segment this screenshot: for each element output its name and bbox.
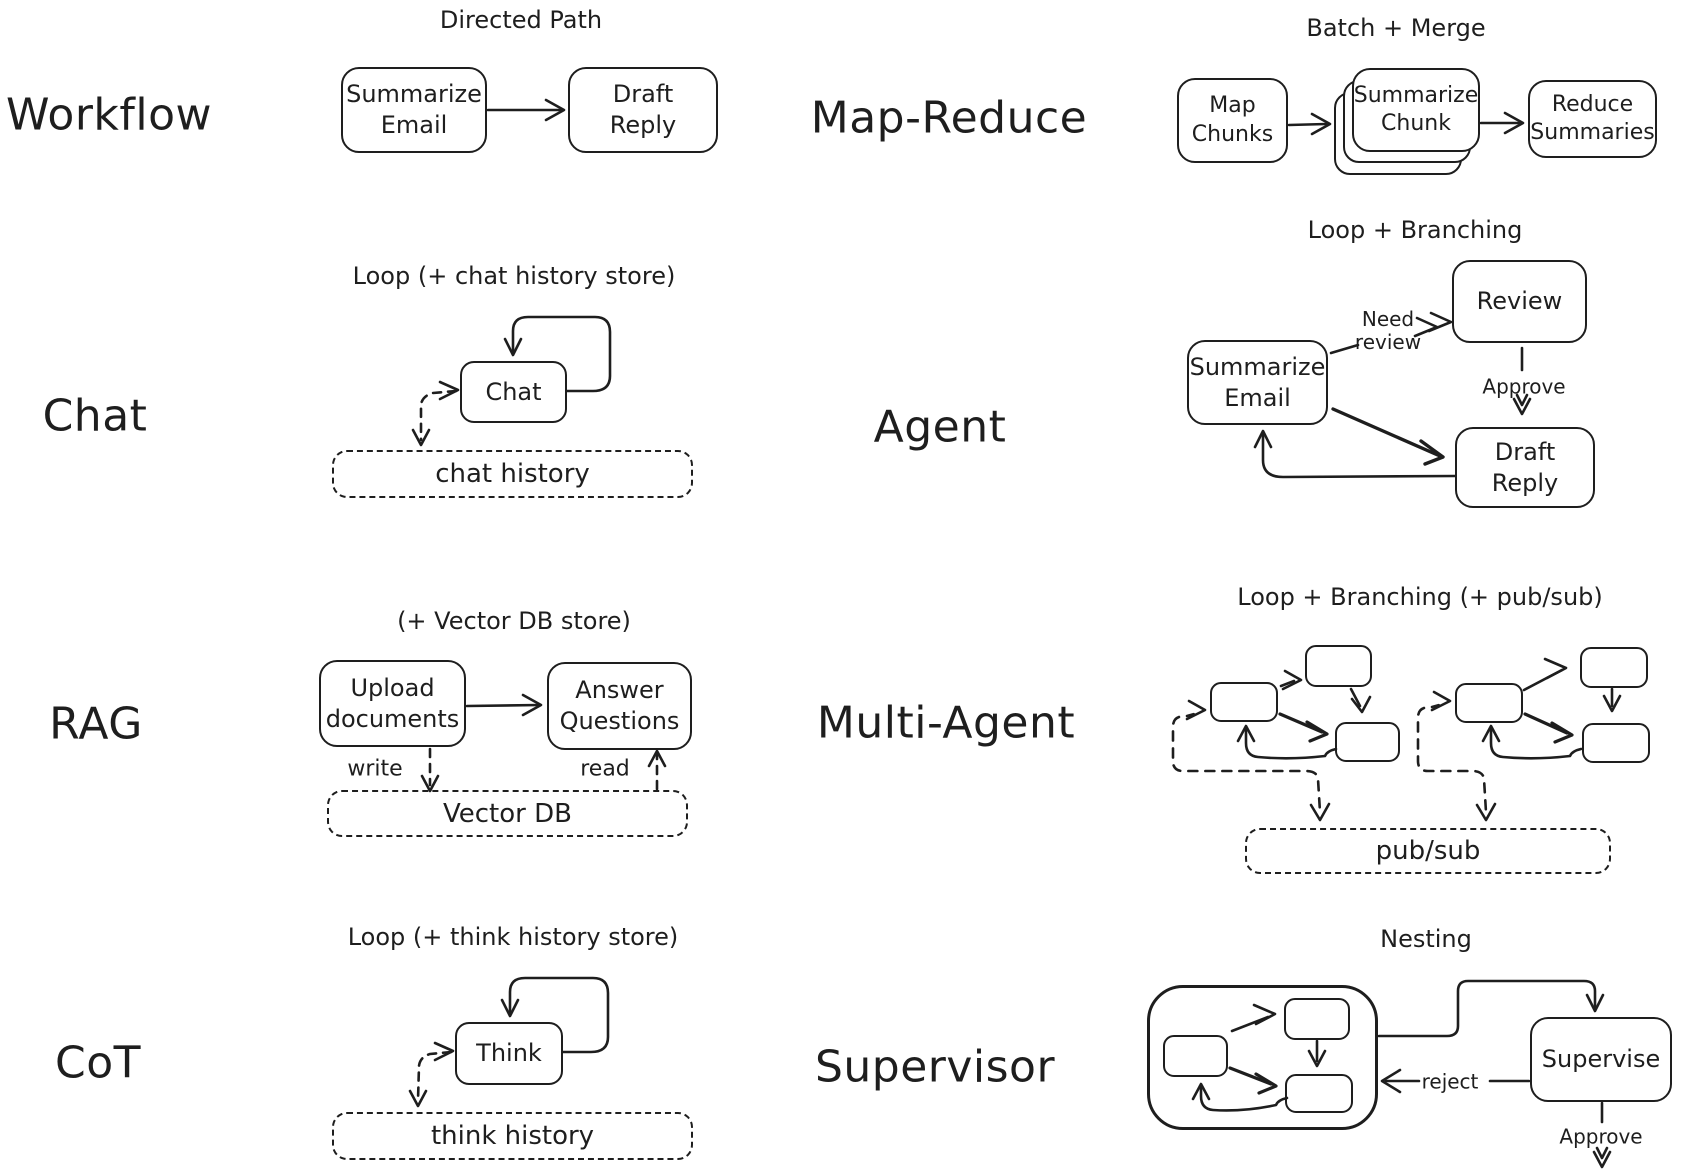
section-label-cot: CoT — [54, 1037, 142, 1089]
section-label-map-reduce: Map-Reduce — [810, 92, 1088, 144]
multiagent-b-pubsub-arrow — [1416, 706, 1497, 822]
edge-label-need-review: Need review — [1354, 307, 1422, 354]
multiagent-b-node-top — [1580, 647, 1648, 688]
node-chat: Chat — [460, 361, 567, 423]
agent-loopback-arrow — [1253, 429, 1457, 479]
section-label-chat: Chat — [42, 390, 148, 442]
multiagent-b-branch-arrow — [1522, 657, 1568, 692]
store-vector-db: Vector DB — [327, 790, 688, 837]
section-label-supervisor: Supervisor — [814, 1041, 1056, 1093]
node-review: Review — [1452, 260, 1587, 343]
edge-label-reject: reject — [1421, 1069, 1479, 1094]
node-map-chunks: Map Chunks — [1177, 78, 1288, 163]
node-supervise: Supervise — [1530, 1017, 1672, 1102]
multiagent-a-entry-arrow — [1185, 699, 1207, 721]
supervisor-inner-node-left — [1163, 1035, 1228, 1077]
title-vector-db: (+ Vector DB store) — [397, 607, 631, 635]
multiagent-b-entry-arrow — [1430, 690, 1452, 712]
mapreduce-arrow-2 — [1479, 111, 1525, 135]
workflow-arrow — [486, 98, 566, 122]
multiagent-a-loopback-arrow — [1236, 724, 1338, 760]
agent-draft-arrow — [1331, 407, 1445, 466]
rag-flow-arrow — [465, 693, 543, 717]
multiagent-b-main-arrow — [1523, 712, 1574, 744]
node-answer-questions: Answer Questions — [547, 662, 692, 750]
node-think: Think — [455, 1022, 563, 1085]
supervisor-inner-node-bottom — [1285, 1074, 1353, 1113]
node-draft-reply: Draft Reply — [568, 67, 718, 153]
section-label-multi-agent: Multi-Agent — [816, 697, 1076, 749]
node-agent-draft-reply: Draft Reply — [1455, 427, 1595, 508]
store-chat-history: chat history — [332, 450, 693, 498]
title-loop-branching: Loop + Branching — [1307, 216, 1523, 244]
rag-read-arrow — [647, 749, 667, 791]
node-reduce-summaries: Reduce Summaries — [1528, 80, 1657, 158]
store-pub-sub: pub/sub — [1245, 828, 1611, 874]
store-think-history: think history — [332, 1112, 693, 1160]
edge-label-approve: Approve — [1482, 374, 1566, 399]
rag-write-arrow — [420, 747, 440, 793]
edge-label-supervisor-approve: Approve — [1559, 1124, 1643, 1149]
title-nesting: Nesting — [1380, 925, 1472, 953]
title-directed-path: Directed Path — [439, 6, 603, 34]
node-agent-summarize-email: Summarize Email — [1187, 340, 1328, 425]
chat-store-arrow — [411, 380, 460, 447]
edge-label-read: read — [580, 756, 630, 782]
multiagent-a-main-arrow — [1278, 712, 1329, 743]
multiagent-a-node-bottom — [1335, 722, 1400, 762]
multiagent-b-node-bottom — [1582, 723, 1650, 763]
node-summarize-chunk: Summarize Chunk — [1352, 68, 1480, 152]
mapreduce-arrow-1 — [1287, 112, 1332, 136]
title-cot-loop: Loop (+ think history store) — [347, 923, 679, 951]
multiagent-a-down-arrow — [1349, 687, 1372, 714]
multiagent-b-node-left — [1455, 683, 1523, 723]
section-label-agent: Agent — [873, 401, 1007, 453]
multiagent-a-pubsub-arrow — [1171, 715, 1331, 822]
edge-label-write: write — [347, 756, 403, 782]
node-summarize-email: Summarize Email — [341, 67, 487, 153]
title-batch-merge: Batch + Merge — [1306, 14, 1486, 42]
node-upload-documents: Upload documents — [319, 660, 466, 747]
multiagent-b-down-arrow — [1602, 687, 1622, 713]
cot-store-arrow — [408, 1041, 455, 1108]
multiagent-a-node-left — [1210, 682, 1278, 722]
supervisor-inner-node-top — [1284, 998, 1350, 1040]
multiagent-a-node-top — [1305, 645, 1372, 687]
multiagent-b-loopback-arrow — [1481, 724, 1583, 760]
multiagent-a-branch-arrow — [1279, 669, 1303, 691]
title-chat-loop: Loop (+ chat history store) — [352, 262, 676, 290]
section-label-workflow: Workflow — [5, 89, 213, 141]
section-label-rag: RAG — [49, 698, 143, 750]
title-loop-branching-pubsub: Loop + Branching (+ pub/sub) — [1237, 583, 1603, 611]
